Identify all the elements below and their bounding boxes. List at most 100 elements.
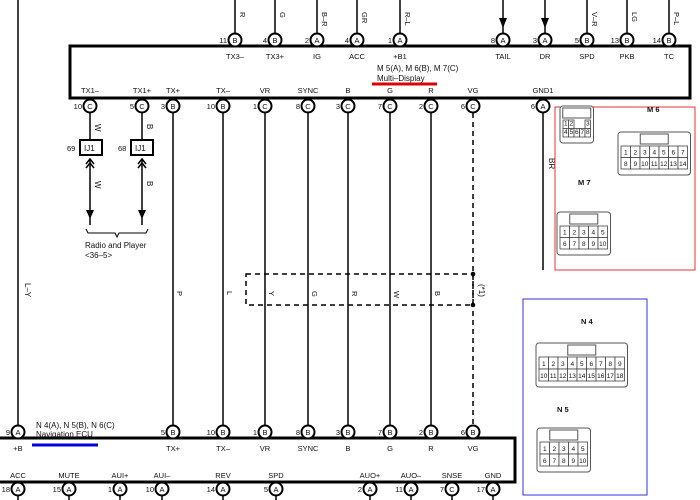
pin-connector-letter: A [273,485,278,494]
pin-connector-letter: A [15,428,20,437]
pin-circle [82,98,98,114]
pin-number: 10 [207,102,215,111]
wire-label: P [175,291,184,296]
junction-ij1-68: IJ1 68 B B [118,113,154,225]
pin-md-top: B5 [575,32,595,48]
junction-label: IJ1 [135,144,146,153]
cavity-number: 14 [679,161,687,168]
pin-circle [154,481,170,497]
pin-md-top: A8 [491,32,511,48]
pin-nav-top: B8 [296,424,316,440]
pin-circle [10,481,26,497]
pin-connector-letter: C [387,102,393,111]
wire-label: B [433,291,442,296]
pin-nav-top: B2 [419,424,439,440]
pin-label: AUI– [154,471,172,480]
cavity-number: 2 [633,150,637,157]
pin-label: R [428,444,434,453]
pin-connector-letter: A [367,485,372,494]
shield-junction [470,271,476,277]
pin-label: TX– [216,444,231,453]
wire-label-b: B [145,181,154,186]
pin-number: 6 [461,102,465,111]
connector-name: N 4 [581,317,594,326]
pin-connector-letter: C [305,102,311,111]
cavity-number: 5 [601,230,605,237]
pin-nav-bottom: A5 [264,481,284,497]
pin-connector-letter: C [262,102,268,111]
pin-circle [215,481,231,497]
pin-connector-letter: B [272,36,277,45]
pin-circle [340,424,356,440]
pin-md-bottom: C10 [74,98,98,114]
pin-number: 9 [6,428,10,437]
pin-connector-letter: C [345,102,351,111]
pin-connector-letter: B [262,428,267,437]
junction-ij1-69: IJ1 69 W W [67,113,103,225]
pin-md-top: A1 [388,32,408,48]
cavity-number: 7 [599,361,603,368]
cavity-number: 3 [643,150,647,157]
cavity-number: 10 [540,373,548,380]
nav-ecu-title-1: N 4(A), N 5(B), N 6(C) [36,421,115,430]
pin-circle [10,424,26,440]
pin-md-bottom: C2 [419,98,439,114]
pin-number: 5 [161,428,165,437]
pin-circle [537,32,553,48]
wire-label-l-y: L–Y [23,283,32,298]
cavity-number: 6 [563,241,567,248]
pin-label: TX1+ [133,86,152,95]
cavity-number: 5 [569,129,573,136]
cavity-number: 11 [550,373,557,380]
wire-label: P–L [672,12,681,25]
nav-ecu-connectors-frame [522,298,648,496]
cavity-number: 8 [562,458,566,465]
pin-number: 2 [419,428,423,437]
wire-label: R [238,12,247,18]
cavity-number: 1 [563,230,567,237]
pin-connector-letter: B [170,428,175,437]
pin-circle [535,98,551,114]
pin-circle [382,98,398,114]
pin-connector-letter: A [117,485,122,494]
pin-circle [257,98,273,114]
cavity-number: 1 [543,446,547,453]
wire-label: W [392,291,401,299]
cavity-number: 9 [591,241,595,248]
cavity-number: 4 [652,150,656,157]
pin-label: SYNC [298,444,319,453]
cavity-number: 2 [569,121,573,128]
radio-label: Radio and Player [85,241,147,250]
pin-number: 15 [53,485,61,494]
pin-label: ACC [10,471,26,480]
cavity-number: 13 [670,161,678,168]
pin-label: SPD [268,471,284,480]
pin-nav-bottom: A11 [395,481,419,497]
pin-number: 18 [2,485,10,494]
pin-label: IG [313,52,321,61]
pin-number: 2 [419,102,423,111]
pin-number: 8 [296,428,300,437]
pin-circle [485,481,501,497]
wire-label: Y [267,291,276,296]
pin-connector-letter: B [170,102,175,111]
pin-circle [661,32,677,48]
pin-connector-letter: A [540,102,545,111]
pin-md-bottom: C6 [461,98,481,114]
pin-connector-letter: A [354,36,359,45]
pin-number: 13 [611,36,619,45]
pin-circle [362,481,378,497]
pin-connector-letter: B [624,36,629,45]
pin-connector-letter: B [470,428,475,437]
pin-label: TX+ [166,86,181,95]
cavity-number: 7 [681,150,685,157]
cavity-number: 2 [551,361,555,368]
wire-label: G [310,291,319,297]
pin-nav-bottom: C7 [440,481,460,497]
pin-connector-letter: C [139,102,145,111]
pin-label: VG [468,444,479,453]
pin-nav-top: B1 [253,424,273,440]
